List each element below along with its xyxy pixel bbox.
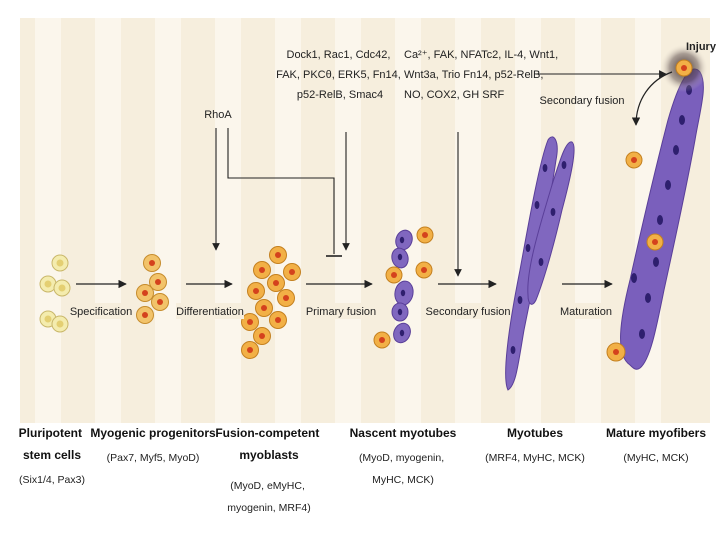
stage-markers-progenitors: (Pax7, Myf5, MyoD) [107, 452, 200, 464]
stage-title-myoblasts: Fusion-competent myoblasts [215, 426, 322, 462]
stage-markers-myoblasts: (MyoD, eMyHC, myogenin, MRF4) [227, 480, 310, 514]
step-label-secondary-fusion: Secondary fusion [426, 306, 511, 318]
stage-title-nascent-myotubes: Nascent myotubes [350, 426, 457, 440]
stage-markers-nascent-myotubes: (MyoD, myogenin, MyHC, MCK) [359, 452, 447, 486]
step-label-primary-fusion: Primary fusion [306, 306, 376, 318]
stage-markers-myotubes: (MRF4, MyHC, MCK) [485, 452, 585, 464]
stage-markers-mature-myofibers: (MyHC, MCK) [623, 452, 688, 464]
step-label-specification: Specification [70, 306, 132, 318]
stage-title-progenitors: Myogenic progenitors [90, 426, 216, 440]
stage-markers-stem-cells: (Six1/4, Pax3) [19, 474, 85, 486]
regulator-rhoa: RhoA [204, 109, 232, 121]
stage-title-myotubes: Myotubes [507, 426, 563, 440]
secondary-fusion-top-label: Secondary fusion [540, 95, 625, 107]
step-label-differentiation: Differentiation [176, 306, 244, 318]
stage-title-mature-myofibers: Mature myofibers [606, 426, 706, 440]
step-label-maturation: Maturation [560, 306, 612, 318]
stage-title-stem-cells: Pluripotent stem cells [19, 426, 86, 462]
injury-label: Injury [686, 41, 717, 53]
